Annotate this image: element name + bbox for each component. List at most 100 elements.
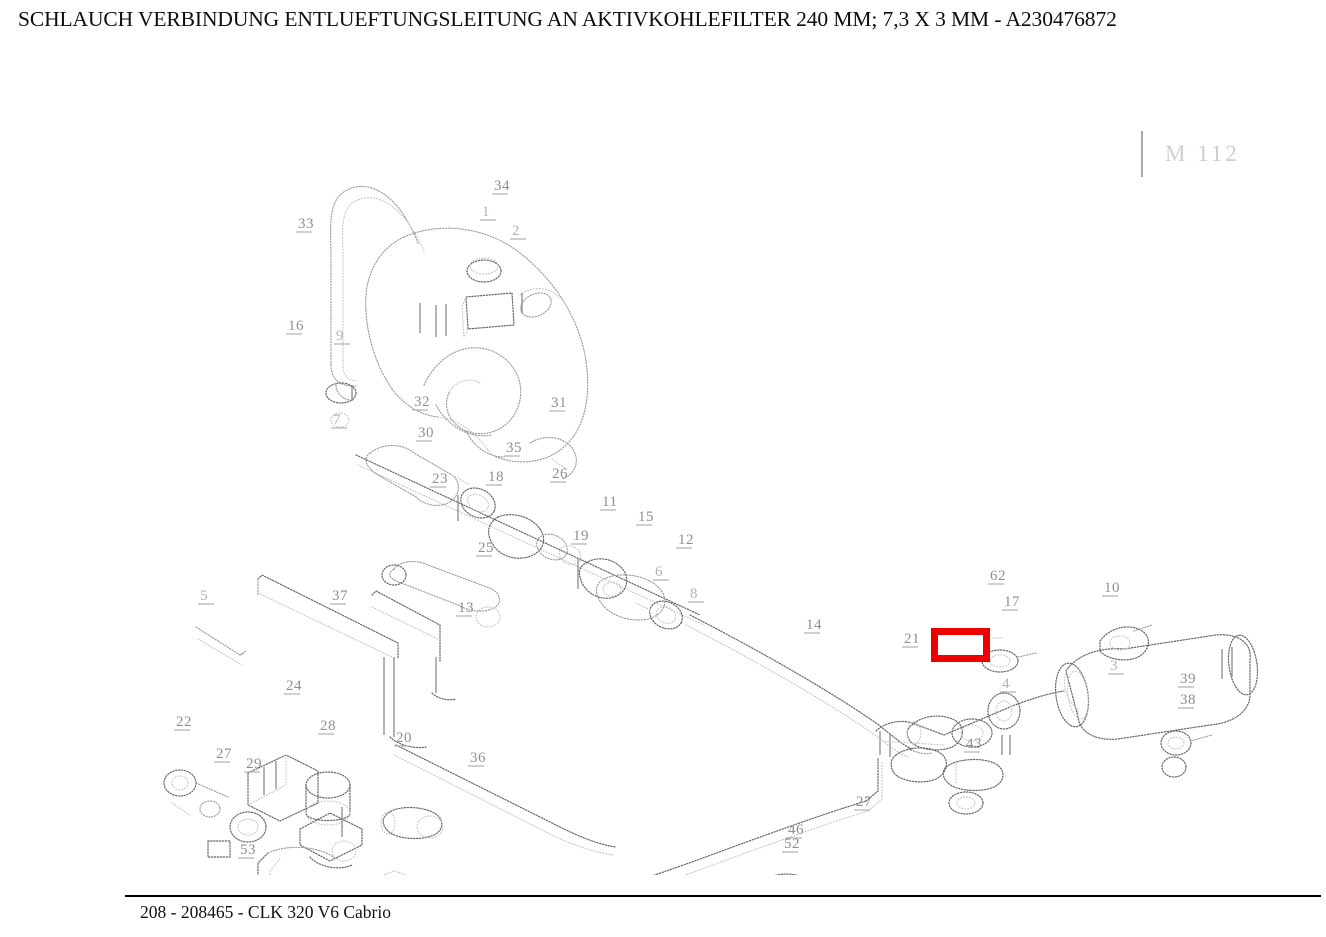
part-number-36: 36: [470, 750, 486, 766]
part-number-53: 53: [240, 842, 256, 858]
misc-small-parts-group: [416, 581, 653, 839]
part-callout: 18: [486, 469, 504, 486]
part-callout: 43: [964, 736, 982, 753]
part-callout: 7: [331, 412, 347, 429]
activated-carbon-filter-group: [1054, 624, 1259, 778]
part-number-17: 17: [1004, 594, 1020, 610]
part-callout: 9: [334, 328, 350, 345]
part-callout: 4: [1000, 676, 1016, 693]
part-number-24: 24: [286, 678, 302, 694]
part-number-19: 19: [573, 528, 589, 544]
parts-diagram-svg: 3334211697323135302318261119151225685371…: [163, 178, 1259, 875]
part-number-22: 22: [176, 714, 192, 730]
part-number-27: 27: [216, 746, 232, 762]
part-number-14: 14: [806, 617, 822, 633]
part-callout: 32: [412, 394, 430, 411]
part-number-4: 4: [1002, 676, 1010, 692]
bottom-hose-run-group: [652, 690, 1065, 875]
part-number-62: 62: [990, 568, 1006, 584]
part-callout: 62: [988, 568, 1006, 585]
part-number-31: 31: [551, 395, 567, 411]
part-number-46: 46: [788, 822, 804, 838]
part-callout: 10: [1102, 580, 1120, 597]
engine-code-divider: [1141, 131, 1143, 177]
part-callout: 3: [1108, 658, 1124, 675]
part-number-10: 10: [1104, 580, 1120, 596]
part-callout: 38: [1178, 692, 1196, 709]
part-callout: 8: [688, 586, 704, 603]
part-callout: 27: [214, 746, 232, 763]
part-callout: 24: [284, 678, 302, 695]
part-number-20: 20: [396, 730, 412, 746]
part-number-23: 23: [432, 471, 448, 487]
part-callout: 36: [468, 750, 486, 767]
part-callout: 26: [550, 466, 568, 483]
part-callout: 14: [804, 617, 822, 634]
part-number-27: 27: [856, 794, 872, 810]
part-number-43: 43: [966, 736, 982, 752]
part-callout: 20: [394, 730, 412, 747]
selection-area-parts-group: [890, 637, 1037, 783]
part-number-9: 9: [336, 328, 344, 344]
selected-part-highlight-box[interactable]: [931, 628, 990, 662]
part-callout: 46: [786, 822, 804, 839]
engine-code-block: M 112: [1141, 131, 1240, 177]
part-callout: 39: [1178, 671, 1196, 688]
part-number-12: 12: [678, 532, 694, 548]
part-callout: 53: [238, 842, 256, 859]
part-number-26: 26: [552, 466, 568, 482]
part-number-11: 11: [602, 494, 617, 510]
part-number-29: 29: [246, 756, 262, 772]
part-number-21: 21: [904, 631, 920, 647]
part-callout: 34: [492, 178, 510, 195]
center-vent-line-group: [355, 444, 933, 758]
part-number-32: 32: [414, 394, 430, 410]
part-callout: 17: [1002, 594, 1020, 611]
part-number-52: 52: [784, 836, 800, 852]
part-number-6: 6: [655, 564, 663, 580]
part-number-28: 28: [320, 718, 336, 734]
part-callout: 13: [456, 600, 474, 617]
part-number-38: 38: [1180, 692, 1196, 708]
part-callout: 6: [653, 564, 669, 581]
part-callout: 25: [476, 540, 494, 557]
part-number-25: 25: [478, 540, 494, 556]
part-callout: 5: [198, 588, 214, 605]
part-number-33: 33: [298, 216, 314, 232]
part-number-34: 34: [494, 178, 510, 194]
part-callout: 16: [286, 318, 304, 335]
left-vent-hose-group: [325, 382, 357, 428]
part-callout: 52: [782, 836, 800, 853]
part-callout: 27: [854, 794, 872, 811]
part-number-16: 16: [288, 318, 304, 334]
part-number-5: 5: [200, 588, 208, 604]
part-number-35: 35: [506, 440, 522, 456]
part-callout: 11: [600, 494, 617, 511]
part-number-3: 3: [1110, 658, 1118, 674]
part-number-7: 7: [333, 412, 341, 428]
part-callout: 2: [510, 223, 526, 240]
footer-model-label: 208 - 208465 - CLK 320 V6 Cabrio: [140, 902, 391, 922]
part-callout: 12: [676, 532, 694, 549]
lower-left-parts-group: [163, 754, 443, 875]
part-number-15: 15: [638, 509, 654, 525]
part-callout: 15: [636, 509, 654, 526]
part-number-39: 39: [1180, 671, 1196, 687]
part-number-13: 13: [458, 600, 474, 616]
page-title: SCHLAUCH VERBINDUNG ENTLUEFTUNGSLEITUNG …: [18, 7, 1117, 31]
part-callout: 31: [549, 395, 567, 412]
part-callout: 21: [902, 631, 920, 648]
part-callout: 29: [244, 756, 262, 773]
part-callout: 1: [480, 204, 496, 221]
part-number-2: 2: [512, 223, 520, 239]
engine-manifold-group: [330, 185, 589, 480]
part-callout: 19: [571, 528, 589, 545]
part-callout: 33: [296, 216, 314, 233]
part-number-30: 30: [418, 425, 434, 441]
part-callout: 22: [174, 714, 192, 731]
part-callout: 35: [504, 440, 522, 457]
part-callout: 30: [416, 425, 434, 442]
part-callout: 23: [430, 471, 448, 488]
engine-code-label: M 112: [1165, 141, 1240, 166]
